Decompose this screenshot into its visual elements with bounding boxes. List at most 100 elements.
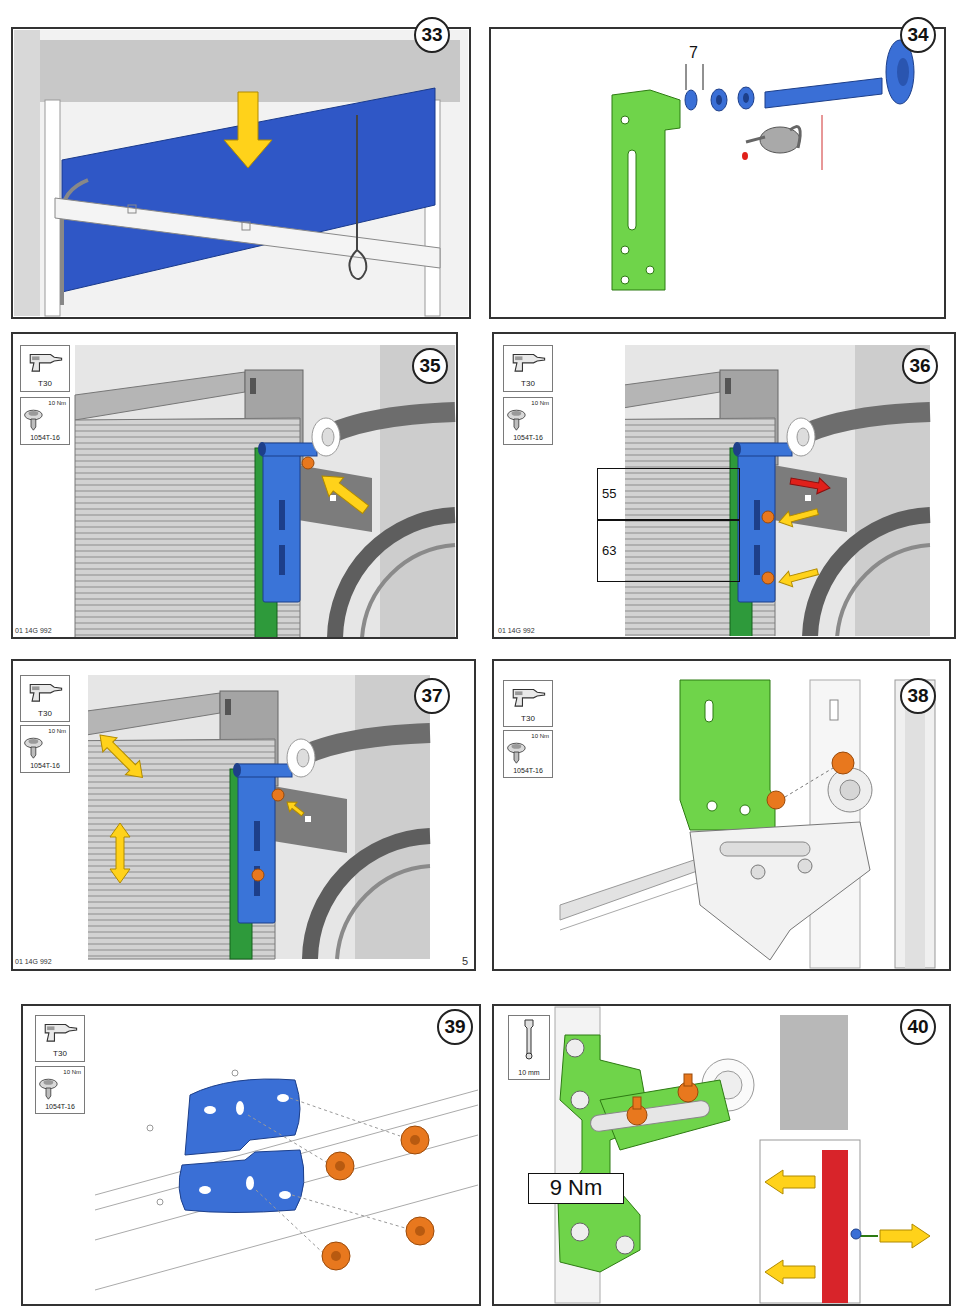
panel-frame [490,28,945,318]
panel-ground [12,333,457,638]
double-arrow [110,823,130,883]
rail-hole [242,222,250,230]
assembly-line [256,1190,322,1252]
panel-frame [22,1005,480,1305]
step-number: 40 [900,1009,936,1045]
plate-hole [279,1191,291,1199]
screw-icon-box: 10 Nm1054T-16 [503,397,553,445]
assembly-line [292,1195,405,1228]
bracket-hole [621,276,629,284]
plate-hole [204,1106,216,1114]
bracket-hole [621,116,629,124]
red-arrow [789,473,831,496]
bolt [684,1074,692,1086]
side-wall [14,30,40,316]
yellow-arrow [777,564,820,590]
pilot-hole [157,1199,163,1205]
roller-shaft [765,78,882,108]
roller [828,768,872,812]
yellow-arrow [765,1260,815,1284]
step-number-text: 33 [421,25,442,46]
door-corner-group [88,675,430,959]
screw-icon-box: 10 Nm1054T-16 [20,397,70,445]
drill-icon [513,355,544,372]
roller-hub [897,58,909,86]
screw-spec: 1054T-16 [513,434,543,442]
screw [401,1126,429,1154]
panel-frame [493,660,950,970]
hinge-pin [589,1100,710,1133]
screw [252,869,264,881]
bit-size: T30 [521,380,535,389]
screw-recess [331,1251,341,1261]
step-number-text: 34 [907,25,928,46]
step-number: 38 [900,678,936,714]
tool-icon-box: T30 [503,345,553,392]
screw [767,791,785,809]
plate-hole [199,1186,211,1194]
screw-spec: 10 Nm [63,1069,81,1076]
panel-ground [22,1005,480,1305]
yellow-arrow [880,1224,930,1248]
panel-ground [493,1005,950,1305]
screw-icon [508,410,526,430]
roller-hub [840,780,860,800]
panel-ground [493,333,955,638]
dimension-box: 63 [597,520,740,582]
top-door-section [62,88,435,292]
wrench-icon [525,1020,533,1059]
hinge-bracket [690,822,870,960]
bracket-hole [621,246,629,254]
bracket-slot [705,700,713,722]
panel-frame [493,333,955,638]
dimension-value: 55 [602,487,616,501]
assembly-line [248,1115,326,1162]
screw [762,511,774,523]
green-hinge [558,1035,650,1272]
screw-icon [508,743,526,763]
bracket-hole [707,801,717,811]
rail-hole [128,205,136,213]
leader-line [703,64,704,90]
red-door-edge [822,1150,848,1303]
door-corner-art [625,345,930,636]
screw-spec: 1054T-16 [30,434,60,442]
oil-can-spout [746,137,765,142]
green-bracket [612,90,680,290]
callout-number: 7 [689,44,698,62]
step-number-text: 37 [421,686,442,707]
step-number: 33 [414,17,450,53]
pilot-hole [232,1070,238,1076]
door-corner-art [75,345,455,638]
hinge-nut [751,865,765,879]
washer-hole [716,95,722,105]
inset-frame [760,1140,860,1303]
vertical-rail-inner [905,680,925,968]
drawing-code: 01 14G 992 [498,627,535,635]
green-bracket [680,680,775,830]
drill-icon [30,685,61,702]
hinge-plate [179,1150,304,1213]
wrench-size: 10 mm [518,1069,539,1077]
drill-icon [45,1025,76,1042]
rail-edge [560,882,700,930]
bit-size: T30 [38,710,52,719]
bit-size: T30 [521,715,535,724]
washer [685,90,697,110]
step-number: 36 [902,348,938,384]
step-number-text: 36 [909,356,930,377]
oil-can [760,127,800,153]
panel-frame [12,660,475,970]
pull-rope [349,115,366,279]
tool-icon-box: T30 [20,345,70,392]
step-number-text: 40 [907,1017,928,1038]
drawing-code: 01 14G 992 [15,958,52,966]
hinge-pivot [851,1229,861,1239]
screw-head [571,1223,589,1241]
red-line [822,115,823,170]
screw-icon-box: 10 Nm1054T-16 [35,1066,85,1114]
screw [762,572,774,584]
